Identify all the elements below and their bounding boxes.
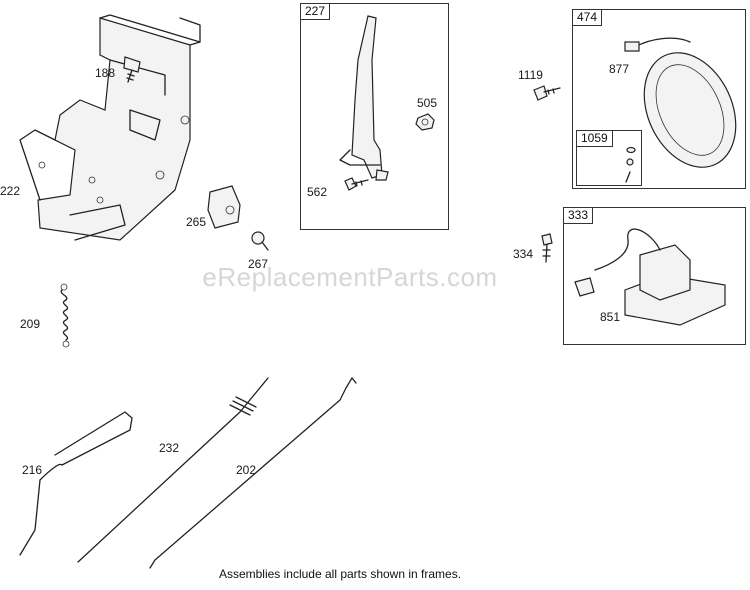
label-232: 232 [159,441,180,455]
screw-334-drawing [541,233,553,263]
frame-474: 474 [572,9,746,189]
screw-562-drawing [344,177,369,191]
frame-227: 227 [300,3,449,230]
armature-851-drawing [574,228,726,326]
label-188: 188 [95,66,116,80]
cable-232-drawing [77,377,269,563]
nut-505-drawing [415,113,435,131]
rod-202-drawing [149,377,357,569]
spring-209-drawing [60,283,70,348]
screw-267-drawing [251,231,269,251]
label-505: 505 [417,96,438,110]
label-334: 334 [513,247,534,261]
frame-333: 333 [563,207,746,345]
label-851: 851 [600,310,621,324]
footer-note: Assemblies include all parts shown in fr… [218,567,462,581]
frame-333-tag: 333 [564,208,594,224]
frame-1059: 1059 [576,130,642,186]
block-265-drawing [207,185,241,229]
parts-1059-drawing [625,146,636,183]
label-222: 222 [0,184,21,198]
screw-1119-drawing [533,85,561,101]
label-1119: 1119 [518,68,543,82]
rod-216-drawing [19,411,133,556]
frame-227-tag: 227 [301,4,331,20]
watermark: eReplacementParts.com [202,262,498,292]
label-202: 202 [236,463,257,477]
frame-474-tag: 474 [573,10,603,26]
control-bracket-drawing [19,14,201,241]
label-265: 265 [186,215,207,229]
label-267: 267 [248,257,269,271]
label-562: 562 [307,185,328,199]
label-877: 877 [609,62,630,76]
governor-lever-drawing [339,15,389,181]
label-216: 216 [22,463,43,477]
frame-1059-tag: 1059 [577,131,613,147]
screw-188-drawing [123,56,141,83]
label-209: 209 [20,317,41,331]
alternator-877-drawing [624,37,737,168]
